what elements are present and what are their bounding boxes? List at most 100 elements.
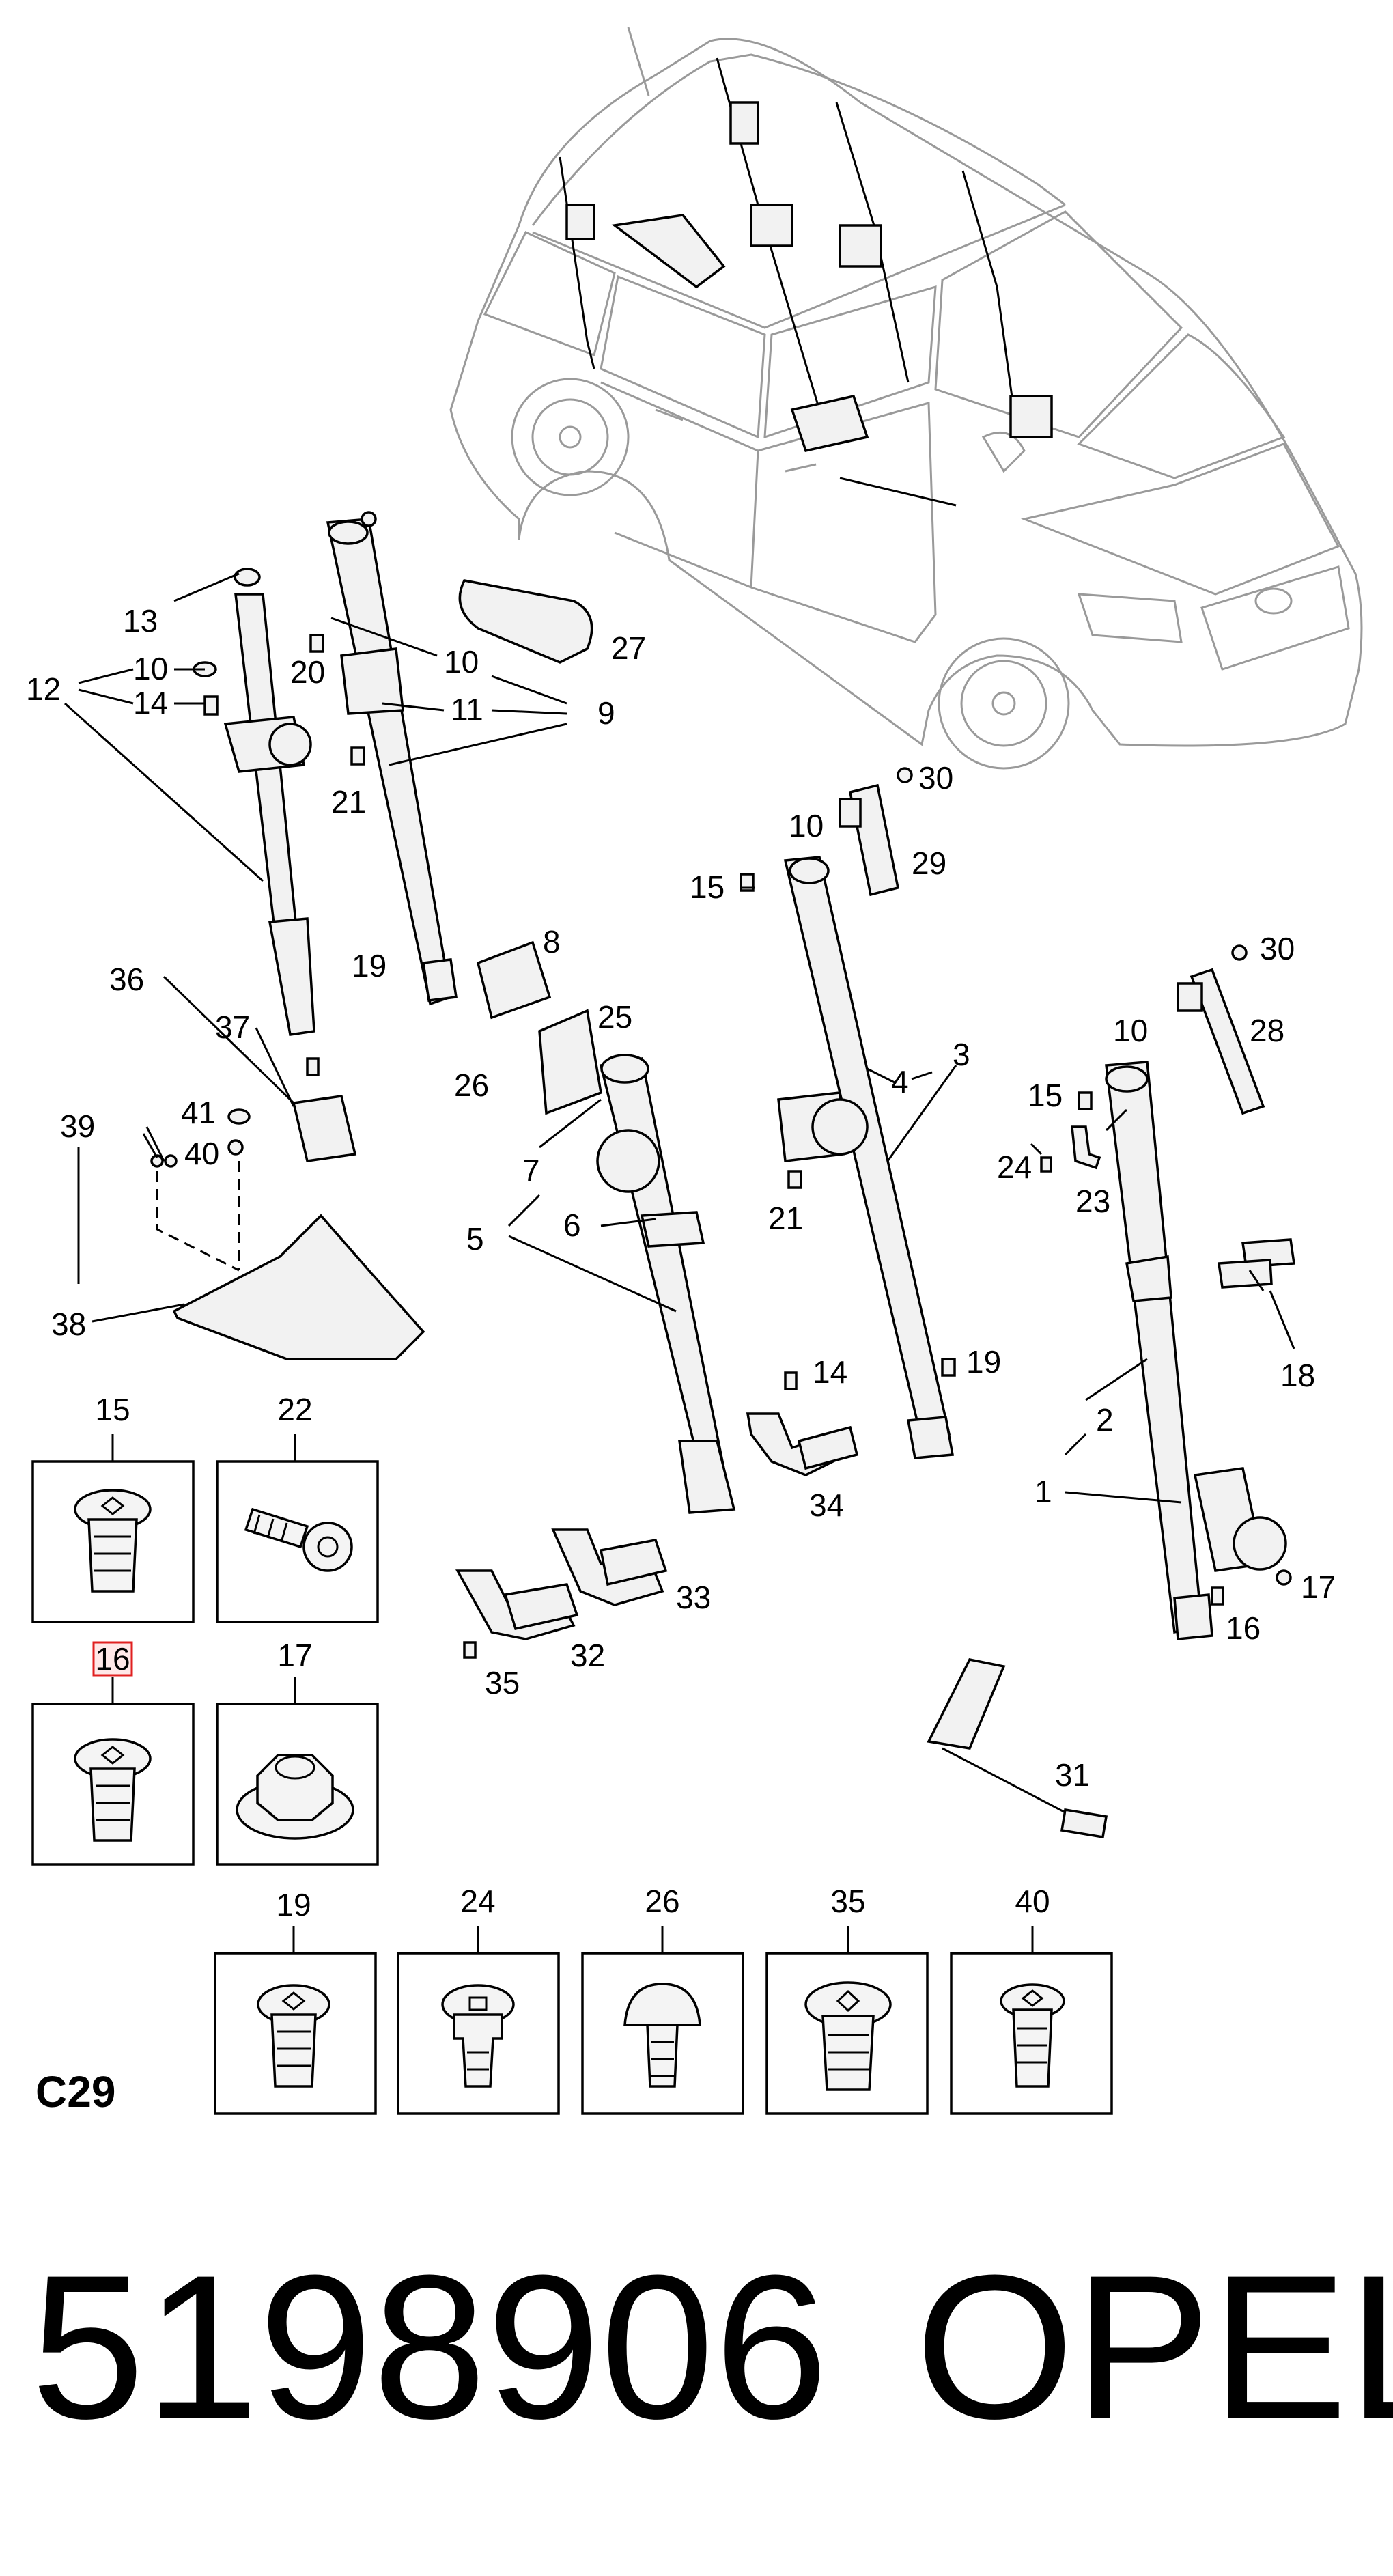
callout-38: 38 (51, 1306, 86, 1342)
leader-lines (64, 572, 1295, 1504)
flange-nut-icon (236, 1754, 354, 1840)
torx-screw-side-icon (244, 1507, 353, 1572)
fastener-label: 24 (460, 1884, 495, 1919)
highlight-box (92, 1641, 133, 1677)
fastener-box-35: 35 (765, 1884, 929, 2115)
callout-28: 28 (1250, 1013, 1284, 1048)
callout-21: 21 (331, 784, 366, 820)
fastener-label: 35 (830, 1884, 865, 1919)
callout-10: 10 (444, 644, 479, 680)
callout-17: 17 (1301, 1569, 1336, 1605)
callout-32: 32 (570, 1638, 605, 1673)
fastener-box-19: 19 (214, 1887, 377, 2115)
callout-14: 14 (813, 1354, 847, 1390)
callout-29: 29 (912, 845, 946, 881)
fastener-label: 26 (645, 1884, 679, 1919)
callout-25: 25 (597, 999, 632, 1035)
fastener-label: 19 (276, 1887, 311, 1922)
fastener-label: 22 (277, 1392, 312, 1427)
vehicle-belts (559, 57, 1053, 507)
callout-1: 1 (1035, 1474, 1052, 1509)
callout-41: 41 (181, 1095, 216, 1130)
torx-screw-shouldered-icon (441, 1984, 515, 2088)
callout-6: 6 (563, 1207, 581, 1243)
part-31-rear-buckle (927, 1658, 1108, 1839)
page-code: C29 (36, 2067, 115, 2116)
brand-name: OPEL (915, 2232, 1393, 2461)
part-18-labels (1218, 1238, 1295, 1289)
callout-24: 24 (997, 1149, 1032, 1185)
callout-23: 23 (1075, 1184, 1110, 1219)
fastener-label: 15 (95, 1392, 130, 1427)
callout-20: 20 (290, 654, 325, 690)
callout-7: 7 (522, 1153, 540, 1188)
torx-screw-icon (74, 1489, 152, 1593)
part-23-clip (1040, 1125, 1101, 1173)
front-right-belt-assembly-1 (1078, 1061, 1292, 1640)
callout-39: 39 (60, 1108, 95, 1144)
part-29-height-adjuster (839, 767, 913, 897)
callout-37: 37 (215, 1009, 250, 1045)
seat-bracket-assembly (150, 1057, 425, 1360)
callout-8: 8 (543, 924, 561, 960)
part-27-trim-cover (458, 579, 593, 664)
callout-13: 13 (123, 603, 158, 639)
rear-center-left-belt-assembly (309, 511, 458, 1006)
callout-30: 30 (1260, 931, 1295, 966)
callout-2: 2 (1096, 1402, 1114, 1438)
callout-10: 10 (789, 808, 824, 843)
dome-screw-icon (623, 1983, 701, 2088)
callout-16: 16 (1226, 1610, 1261, 1646)
callout-5: 5 (466, 1221, 484, 1257)
part-28-height-adjuster (1177, 944, 1265, 1115)
callout-labels: 13 12 10 14 20 10 27 11 9 21 30 10 29 15… (26, 603, 1336, 1793)
callout-3: 3 (953, 1037, 970, 1072)
fastener-box-22: 22 (216, 1392, 379, 1623)
fastener-label: 17 (277, 1638, 312, 1673)
fastener-box-15: 15 (31, 1392, 195, 1623)
callout-33: 33 (676, 1580, 711, 1615)
callout-31: 31 (1055, 1757, 1090, 1793)
callout-18: 18 (1280, 1358, 1315, 1393)
callout-21: 21 (768, 1201, 803, 1236)
buckle-assemblies (455, 1371, 859, 1659)
callout-19: 19 (966, 1344, 1001, 1380)
part-number: 5198906 (31, 2232, 828, 2461)
fastener-box-40: 40 (950, 1884, 1113, 2115)
torx-screw-icon (257, 1984, 330, 2088)
torx-screw-large-icon (804, 1981, 892, 2091)
fastener-label: 40 (1015, 1884, 1050, 1919)
callout-27: 27 (611, 630, 646, 666)
callout-9: 9 (597, 695, 615, 731)
part-8-bracket (476, 940, 552, 1020)
torx-screw-icon (74, 1738, 152, 1842)
fastener-box-26: 26 (581, 1884, 744, 2115)
fastener-box-24: 24 (397, 1884, 560, 2115)
callout-36: 36 (109, 962, 144, 997)
callout-35: 35 (485, 1665, 520, 1700)
callout-11: 11 (451, 692, 483, 727)
callout-10: 10 (133, 651, 168, 686)
rear-left-belt-assembly (193, 568, 315, 1036)
part-25-cover (538, 1009, 602, 1115)
callout-40: 40 (184, 1136, 219, 1171)
fastener-label-highlighted: 16 (95, 1641, 130, 1677)
center-right-belt-assembly-3 (740, 856, 956, 1459)
callout-12: 12 (26, 671, 61, 707)
callout-30: 30 (918, 760, 953, 796)
fastener-box-17: 17 (216, 1638, 379, 1866)
callout-19: 19 (352, 948, 386, 983)
vehicle-illustration (449, 27, 1363, 770)
torx-screw-small-icon (1000, 1983, 1065, 2088)
callout-15: 15 (1028, 1078, 1063, 1113)
callout-34: 34 (809, 1487, 844, 1523)
fastener-box-16: 16 (31, 1641, 195, 1866)
callout-10: 10 (1113, 1013, 1148, 1048)
callout-4: 4 (891, 1064, 909, 1100)
callout-14: 14 (133, 685, 168, 720)
center-belt-assembly-5 (596, 1054, 736, 1514)
fastener-boxes: 15 22 16 (31, 1392, 1113, 2115)
callout-26: 26 (454, 1067, 489, 1103)
callout-15: 15 (690, 869, 724, 905)
